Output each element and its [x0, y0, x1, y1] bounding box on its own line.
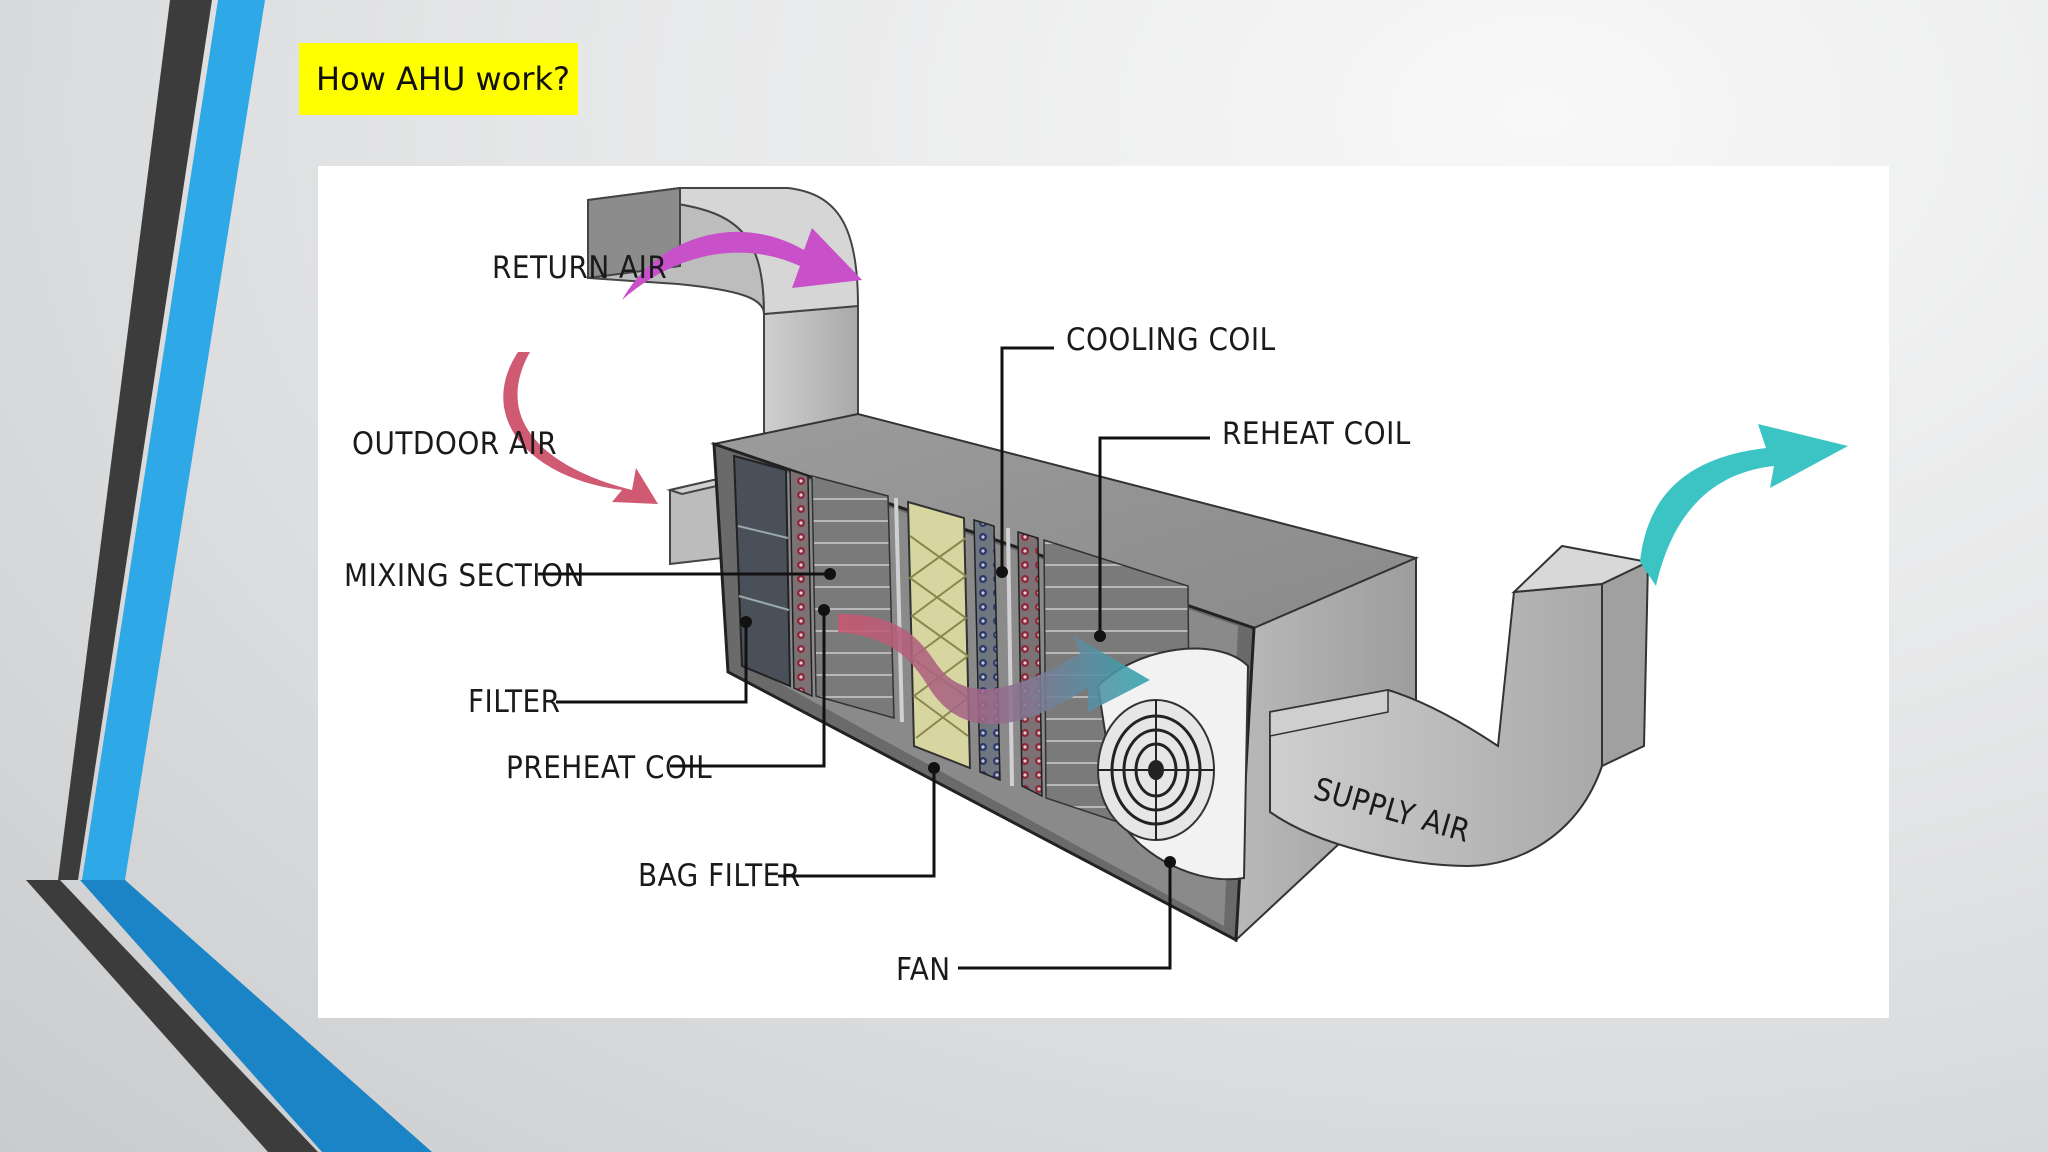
callout-filter: FILTER — [468, 616, 752, 720]
svg-text:FAN: FAN — [896, 952, 951, 988]
svg-text:FILTER: FILTER — [468, 684, 561, 720]
fan — [1096, 647, 1250, 881]
callout-preheat-coil: PREHEAT COIL — [506, 604, 830, 786]
svg-text:OUTDOOR AIR: OUTDOOR AIR — [352, 426, 557, 462]
svg-text:BAG FILTER: BAG FILTER — [638, 858, 801, 894]
callout-mixing-section: MIXING SECTION — [344, 558, 836, 594]
svg-text:RETURN AIR: RETURN AIR — [492, 250, 667, 286]
blue-stripe-upper — [82, 0, 265, 880]
outdoor-air-arrow — [503, 352, 658, 504]
callout-outdoor-air: OUTDOOR AIR — [352, 426, 557, 462]
callout-reheat-coil: REHEAT COIL — [1094, 416, 1411, 642]
supply-air-duct: SUPPLY AIR — [1269, 544, 1652, 868]
preheat-coil-panel — [789, 468, 813, 698]
return-air-arrow — [622, 228, 862, 300]
callout-return-air: RETURN AIR — [492, 250, 667, 286]
svg-text:MIXING SECTION: MIXING SECTION — [344, 558, 585, 594]
callout-cooling-coil: COOLING COIL — [996, 322, 1276, 578]
callout-bag-filter: BAG FILTER — [638, 762, 940, 894]
svg-text:PREHEAT COIL: PREHEAT COIL — [506, 750, 712, 786]
filter-panel — [732, 454, 792, 688]
svg-text:REHEAT COIL: REHEAT COIL — [1222, 416, 1411, 452]
reheat-coil-panel — [1017, 530, 1043, 798]
dark-stripe-upper — [58, 0, 212, 880]
supply-air-arrow — [1640, 424, 1848, 586]
airflow-arrow — [838, 614, 1150, 725]
svg-text:COOLING COIL: COOLING COIL — [1066, 322, 1276, 358]
dark-stripe-lower — [26, 880, 318, 1152]
ahu-diagram: SUPPLY AIR RETURN AIR OUTDOOR AIR COOLIN… — [344, 186, 1848, 988]
slide-title: How AHU work? — [299, 43, 578, 115]
ahu-diagram-panel: SUPPLY AIR RETURN AIR OUTDOOR AIR COOLIN… — [318, 166, 1889, 1018]
callout-fan: FAN — [896, 856, 1176, 988]
blue-stripe-lower — [80, 880, 432, 1152]
